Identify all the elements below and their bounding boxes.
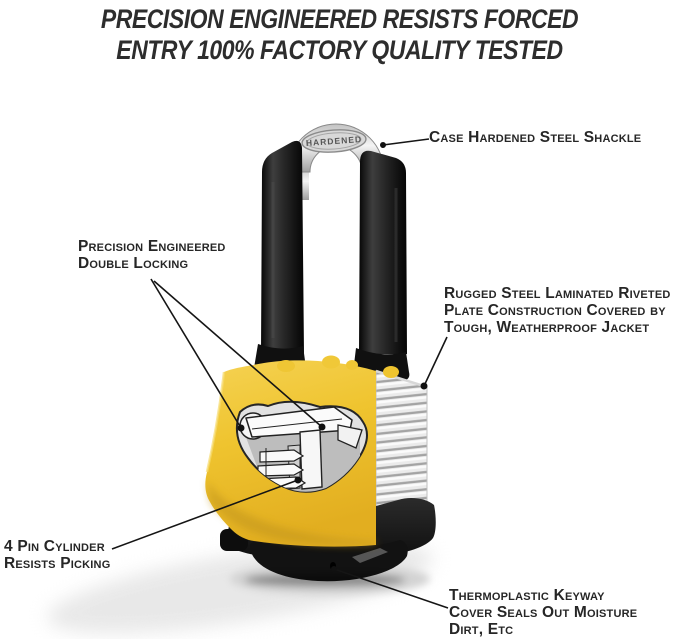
leader-lines	[111, 138, 449, 609]
hardened-stamp: HARDENED	[301, 129, 367, 153]
headline-line-1: PRECISION ENGINEERED RESISTS FORCED	[100, 4, 579, 34]
callout-laminated-plates: Rugged Steel Laminated Riveted Plate Con…	[444, 285, 671, 336]
svg-text:HARDENED: HARDENED	[306, 134, 363, 148]
shackle-sleeves	[253, 140, 410, 381]
callout-line: Rugged Steel Laminated Riveted	[444, 285, 671, 302]
shackle-sleeve-left	[261, 140, 304, 354]
callout-line: Double Locking	[78, 255, 189, 272]
callout-line: Thermoplastic Keyway	[449, 587, 605, 604]
callout-line: Resists Picking	[4, 555, 111, 572]
callout-line: Precision Engineered	[78, 238, 226, 255]
callout-pin-cylinder: 4 Pin Cylinder Resists Picking	[4, 538, 110, 572]
callout-line: Dirt, Etc	[449, 621, 514, 638]
callout-line: Case Hardened Steel Shackle	[429, 129, 642, 146]
callout-line: Plate Construction Covered by	[444, 302, 666, 319]
callout-line: Tough, Weatherproof Jacket	[444, 319, 650, 336]
headline-line-2: ENTRY 100% FACTORY QUALITY TESTED	[116, 35, 563, 65]
leader-dots	[237, 142, 428, 572]
callout-case-hardened-shackle: Case Hardened Steel Shackle	[429, 129, 641, 146]
callout-double-locking: Precision Engineered Double Locking	[78, 238, 226, 272]
callout-line: Cover Seals Out Moisture	[449, 604, 638, 621]
callout-line: 4 Pin Cylinder	[4, 538, 105, 555]
callout-thermoplastic-keyway: Thermoplastic Keyway Cover Seals Out Moi…	[449, 587, 637, 638]
cutaway-mechanism	[235, 400, 368, 493]
headline: PRECISION ENGINEERED RESISTS FORCED ENTR…	[51, 4, 628, 66]
shackle-sleeve-right	[359, 150, 407, 354]
